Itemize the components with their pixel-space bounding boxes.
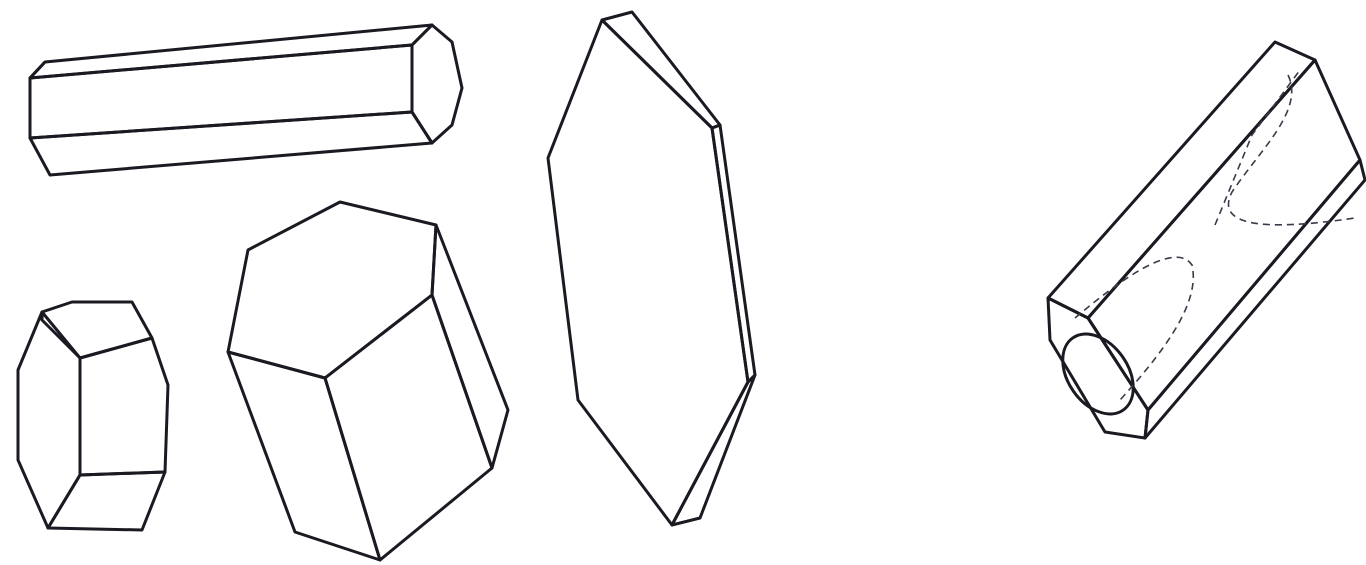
stubby-prism-top-face: [228, 202, 436, 378]
hollow-column-cavity: [1048, 321, 1148, 427]
long-prism-end-face: [412, 25, 462, 143]
long-prism-bottom-face: [30, 112, 432, 175]
hollow-hexagonal-column: [1048, 42, 1365, 438]
plate-top-edge-face: [602, 12, 720, 128]
plate-right-edge-face: [712, 125, 755, 382]
stubby-hexagonal-prism: [228, 202, 508, 560]
tabular-hexagonal-plate: [548, 12, 755, 525]
short-hexagonal-prism: [18, 302, 168, 530]
hollow-column-right-face: [1145, 160, 1365, 438]
hollow-column-top-face: [1048, 42, 1315, 318]
short-prism-left-face: [18, 312, 80, 528]
hollow-column-hidden-cone-upper: [1228, 75, 1355, 225]
stubby-prism-left-face: [228, 352, 380, 560]
stubby-prism-front-face: [325, 295, 492, 560]
short-prism-bottom-face: [48, 472, 165, 530]
long-prism-top-face: [30, 25, 432, 78]
stubby-prism-right-face: [432, 225, 508, 468]
short-prism-front-face: [80, 338, 168, 475]
plate-bottom-edge-face: [672, 375, 755, 525]
long-hexagonal-prism: [30, 25, 462, 175]
plate-main-face: [548, 20, 748, 525]
